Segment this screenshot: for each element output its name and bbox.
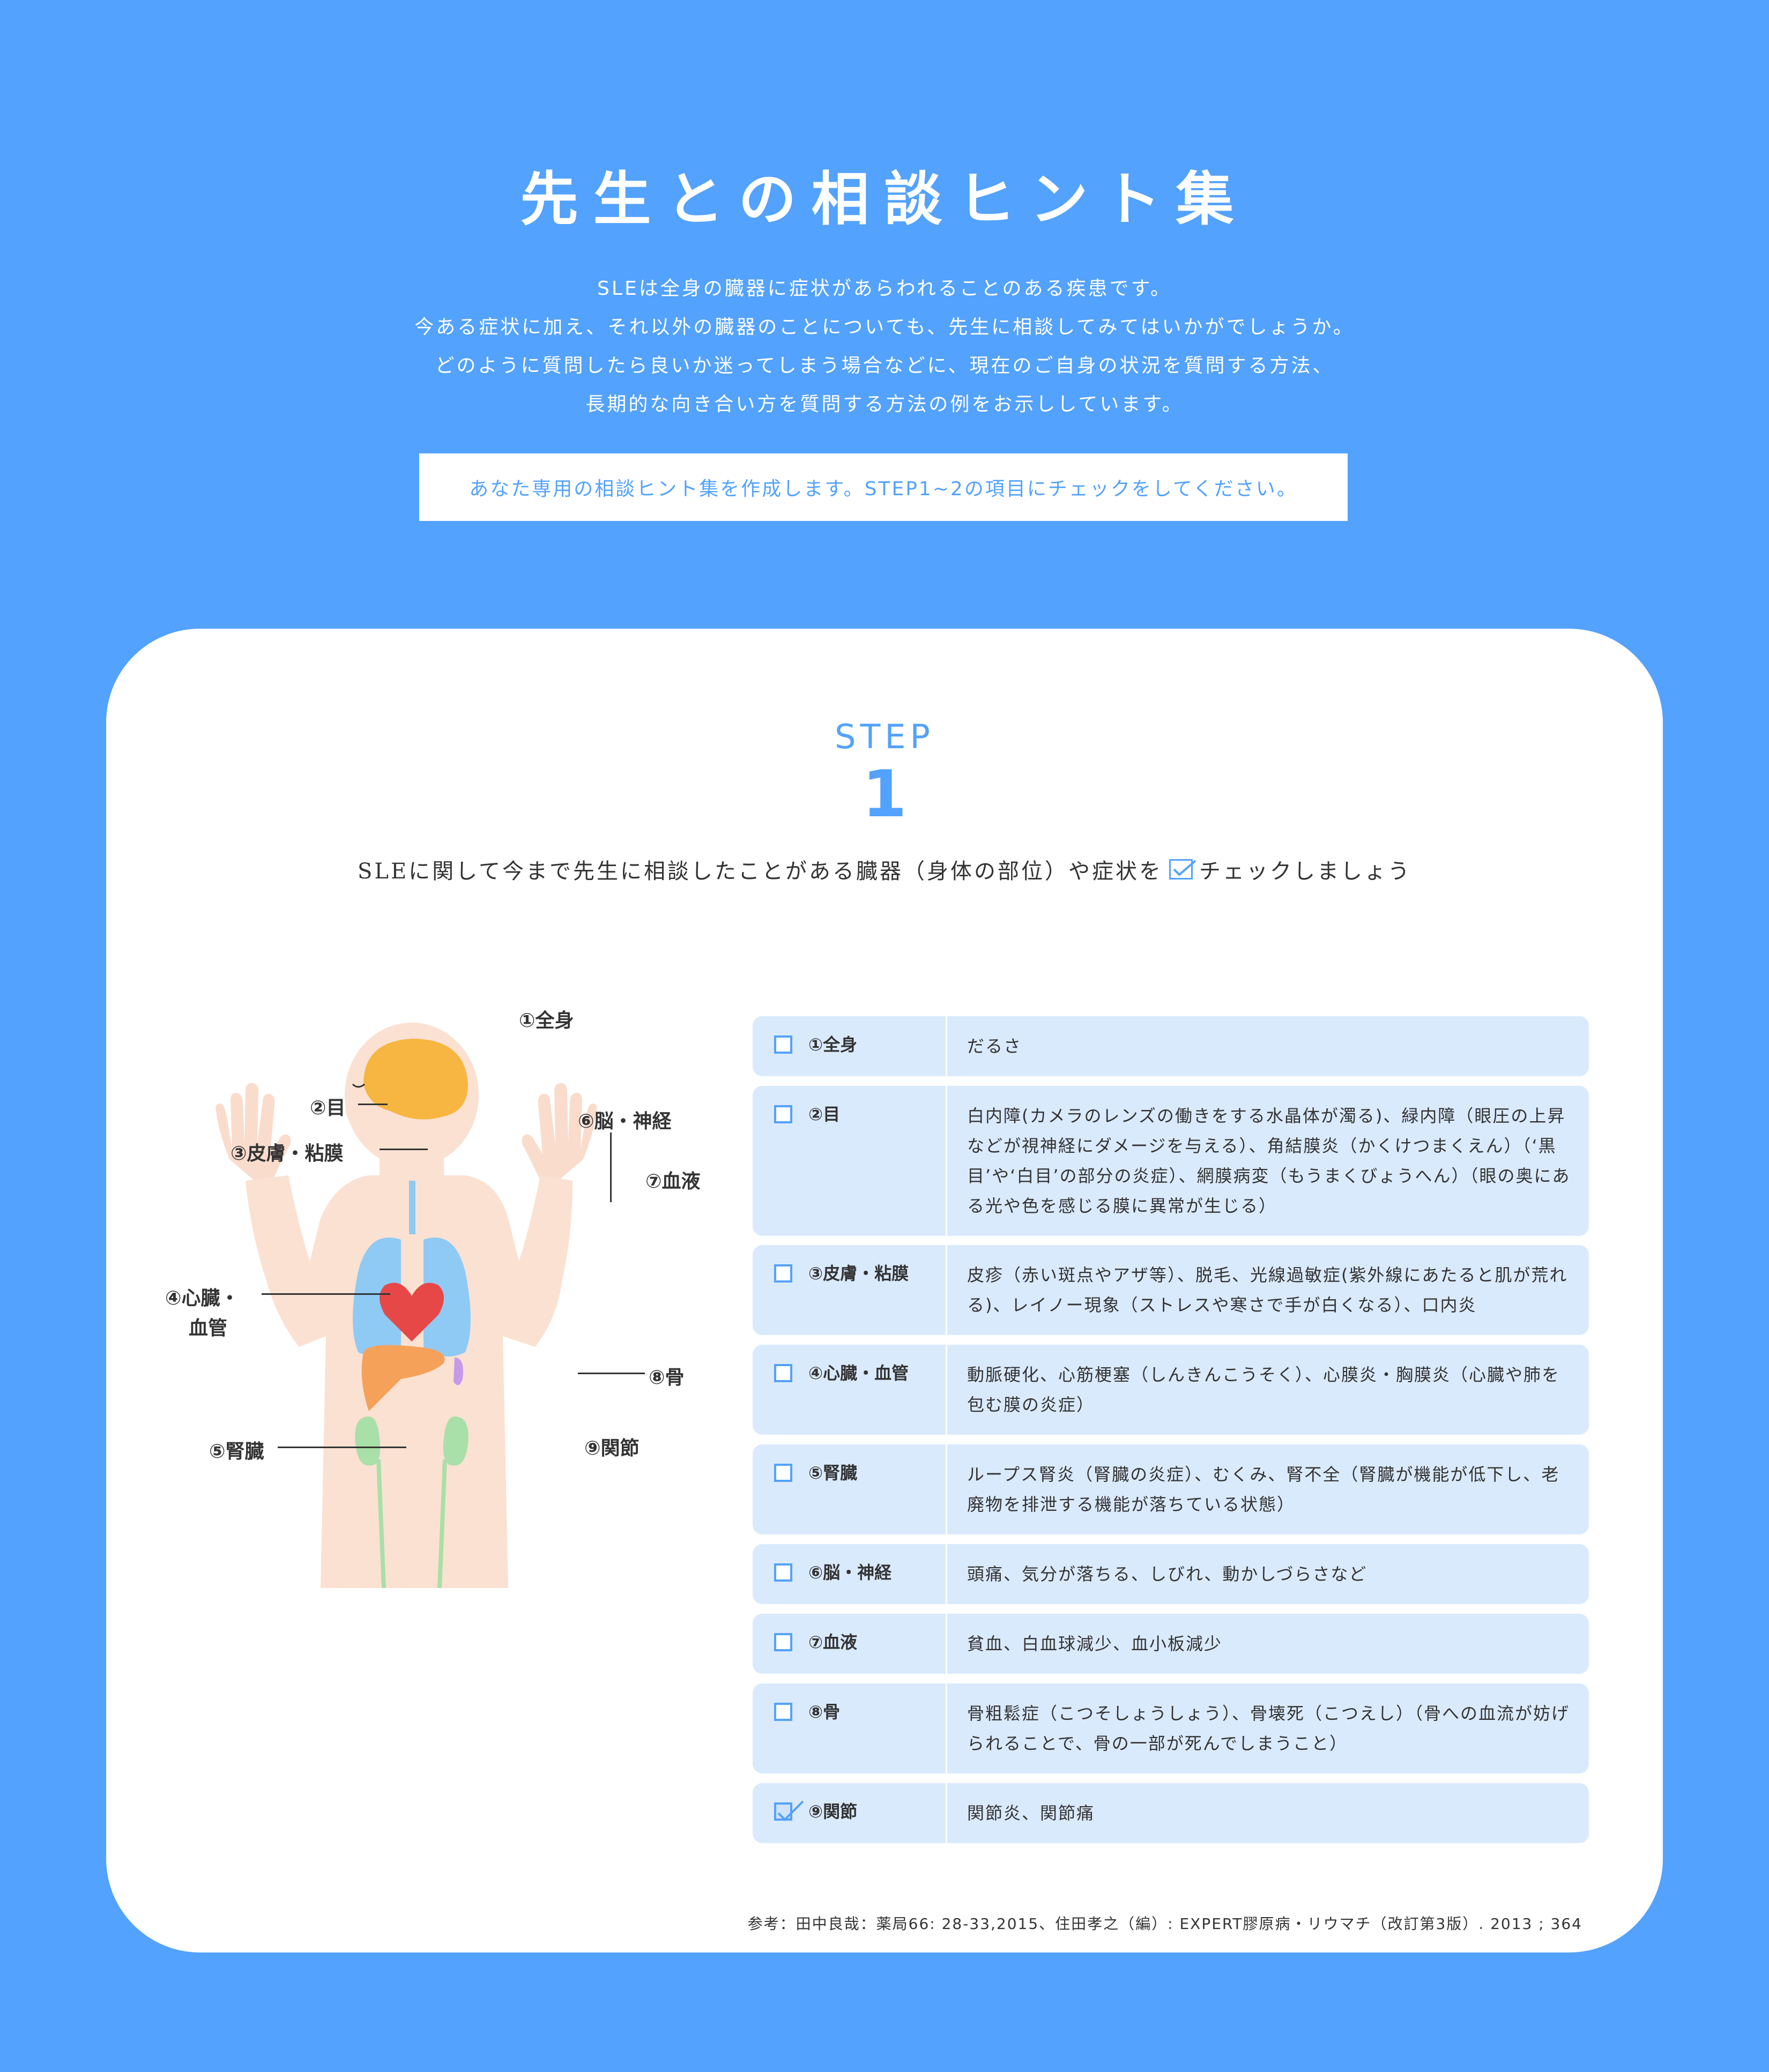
organ-name: ⑤腎臓 — [808, 1463, 858, 1483]
label-kidney: ⑤腎臓 — [209, 1441, 264, 1463]
label-brain: ⑥脳・神経 — [578, 1110, 672, 1132]
row-header: ⑨関節 — [753, 1783, 947, 1843]
instruction-text: チェックしましょう — [1199, 859, 1411, 884]
intro-line: SLEは全身の臓器に症状があらわれることのある疾患です。 — [597, 278, 1172, 300]
organ-name: ②目 — [808, 1104, 841, 1124]
symptom-text: ループス腎炎（腎臓の炎症）、むくみ、腎不全（腎臓が機能が低下し、老廃物を排泄する… — [967, 1464, 1560, 1515]
table-row: ⑤腎臓 ループス腎炎（腎臓の炎症）、むくみ、腎不全（腎臓が機能が低下し、老廃物を… — [753, 1444, 1589, 1534]
checkbox[interactable] — [774, 1364, 792, 1382]
step-label: STEP — [835, 717, 934, 756]
symptom-text: 白内障(カメラのレンズの働きをする水晶体が濁る)、緑内障（眼圧の上昇などが視神経… — [967, 1106, 1571, 1216]
body-figure — [215, 1023, 597, 1589]
symptom-text: 貧血、白血球減少、血小板減少 — [967, 1634, 1223, 1654]
row-header: ⑦血液 — [753, 1614, 947, 1674]
table-row: ⑧骨 骨粗鬆症（こつそしょうしょう）、骨壊死（こつえし）（骨への血流が妨げられる… — [753, 1683, 1589, 1773]
checkmark-icon — [777, 1800, 804, 1821]
create-hint-banner[interactable]: あなた専用の相談ヒント集を作成します。STEP1~2の項目にチェックをしてくださ… — [419, 453, 1348, 521]
intro-line: 長期的な向き合い方を質問する方法の例をお示ししています。 — [585, 393, 1184, 415]
step-number: 1 — [862, 757, 907, 832]
table-row: ⑨関節 関節炎、関節痛 — [753, 1783, 1589, 1843]
checkbox[interactable] — [774, 1563, 792, 1582]
symptom-text: 骨粗鬆症（こつそしょうしょう）、骨壊死（こつえし）（骨への血流が妨げられることで… — [967, 1703, 1570, 1754]
organ-name: ①全身 — [808, 1034, 858, 1055]
leader-line — [262, 1293, 390, 1295]
intro-text: SLEは全身の臓器に症状があらわれることのある疾患です。 今ある症状に加え、それ… — [0, 270, 1769, 424]
row-header: ②目 — [753, 1086, 947, 1236]
table-row: ①全身 だるさ — [753, 1016, 1589, 1076]
checkbox[interactable] — [774, 1633, 792, 1651]
table-row: ④心臓・血管 動脈硬化、心筋梗塞（しんきんこうそく）、心膜炎・胸膜炎（心臓や肺を… — [753, 1345, 1589, 1435]
organ-name: ⑧骨 — [808, 1702, 841, 1722]
intro-line: 今ある症状に加え、それ以外の臓器のことについても、先生に相談してみてはいかがでし… — [414, 316, 1355, 338]
row-header: ⑤腎臓 — [753, 1444, 947, 1534]
table-row: ⑦血液 貧血、白血球減少、血小板減少 — [753, 1614, 1589, 1674]
reference-note: 参考：田中良哉：薬局66: 28-33,2015、住田孝之（編）: EXPERT… — [747, 1915, 1582, 1933]
label-joint: ⑨関節 — [584, 1437, 640, 1459]
checkbox[interactable] — [774, 1264, 792, 1283]
symptom-text: だるさ — [967, 1036, 1022, 1056]
organ-name: ③皮膚・粘膜 — [808, 1263, 909, 1284]
checkbox[interactable] — [774, 1105, 792, 1123]
label-heart: ④心臓・ — [165, 1287, 240, 1309]
organ-name: ⑦血液 — [808, 1632, 858, 1652]
check-icon — [1169, 859, 1196, 880]
create-hint-text: あなた専用の相談ヒント集を作成します。STEP1~2の項目にチェックをしてくださ… — [469, 478, 1298, 500]
row-header: ①全身 — [753, 1016, 947, 1076]
row-header: ⑧骨 — [753, 1683, 947, 1773]
row-header: ⑥脳・神経 — [753, 1544, 947, 1604]
leader-line — [278, 1447, 406, 1448]
row-header: ④心臓・血管 — [753, 1345, 947, 1435]
organ-name: ⑥脳・神経 — [808, 1562, 892, 1583]
row-header: ③皮膚・粘膜 — [753, 1245, 947, 1335]
leader-line — [578, 1373, 645, 1374]
label-bone: ⑧骨 — [649, 1367, 685, 1389]
leader-line — [358, 1104, 388, 1105]
label-heart-2: 血管 — [189, 1317, 228, 1339]
intro-line: どのように質問したら良いか迷ってしまう場合などに、現在のご自身の状況を質問する方… — [435, 355, 1334, 377]
body-illustration: ①全身 ②目 ③皮膚・粘膜 ⑥脳・神経 ⑦血液 ④心臓・ 血管 ⑧骨 ⑤腎臓 ⑨… — [165, 1004, 808, 1647]
table-row: ②目 白内障(カメラのレンズの働きをする水晶体が濁る)、緑内障（眼圧の上昇などが… — [753, 1086, 1589, 1236]
label-whole-body: ①全身 — [519, 1010, 574, 1032]
page-title: 先生との相談ヒント集 — [520, 166, 1249, 233]
checkbox[interactable] — [774, 1703, 792, 1721]
symptom-text: 関節炎、関節痛 — [967, 1803, 1095, 1823]
table-row: ③皮膚・粘膜 皮疹（赤い斑点やアザ等）、脱毛、光線過敏症(紫外線にあたると肌が荒… — [753, 1245, 1589, 1335]
step1-card: STEP 1 SLEに関して今まで先生に相談したことがある臓器（身体の部位）や症… — [106, 629, 1663, 1952]
step-instruction: SLEに関して今まで先生に相談したことがある臓器（身体の部位）や症状を チェック… — [106, 854, 1663, 885]
symptom-text: 頭痛、気分が落ちる、しびれ、動かしづらさなど — [967, 1564, 1367, 1584]
label-eye: ②目 — [310, 1097, 346, 1119]
checkbox[interactable] — [774, 1464, 792, 1482]
leader-line — [610, 1132, 612, 1202]
checkbox[interactable] — [774, 1035, 792, 1054]
leader-line — [380, 1149, 428, 1150]
label-blood: ⑦血液 — [645, 1171, 701, 1192]
checkbox-checked[interactable] — [774, 1800, 804, 1821]
symptom-text: 皮疹（赤い斑点やアザ等）、脱毛、光線過敏症(紫外線にあたると肌が荒れる)、レイノ… — [967, 1265, 1568, 1315]
instruction-text: SLEに関して今まで先生に相談したことがある臓器（身体の部位）や症状を — [358, 859, 1163, 884]
organ-name: ④心臓・血管 — [808, 1363, 909, 1383]
organ-name: ⑨関節 — [808, 1801, 858, 1822]
label-skin: ③皮膚・粘膜 — [231, 1143, 344, 1165]
symptom-text: 動脈硬化、心筋梗塞（しんきんこうそく）、心膜炎・胸膜炎（心臓や肺を包む膜の炎症） — [967, 1365, 1560, 1415]
table-row: ⑥脳・神経 頭痛、気分が落ちる、しびれ、動かしづらさなど — [753, 1544, 1589, 1604]
